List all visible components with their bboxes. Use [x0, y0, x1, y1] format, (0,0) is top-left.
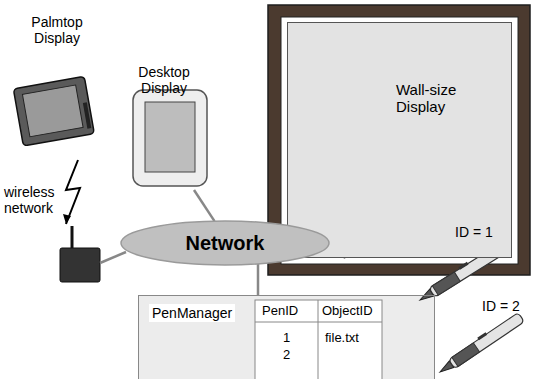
node-text: Desktop Display: [118, 64, 210, 96]
access-point: [60, 248, 100, 282]
node-text: Palmtop Display: [16, 14, 98, 46]
network-link: [194, 190, 215, 221]
antenna: [71, 226, 74, 250]
network-cloud: Network: [120, 220, 330, 266]
monitor-frame: [133, 90, 207, 186]
table-cell: 2: [283, 348, 290, 363]
table-rule: [318, 300, 319, 379]
pen-id: ID = 1: [455, 224, 493, 240]
wall-bezel: [281, 17, 518, 264]
pen-id: ID = 2: [482, 298, 520, 314]
network-link: [257, 264, 260, 295]
device-label: Desktop Display: [114, 62, 214, 190]
pen-grip: [452, 343, 480, 367]
network-label: wireless network: [4, 184, 66, 216]
wireless-bolt-head: [63, 214, 71, 224]
palmtop-icon: [13, 76, 94, 146]
table-cell: file.txt: [325, 331, 359, 346]
table-cell: PenID: [262, 304, 298, 319]
pen-body: [449, 313, 525, 369]
node-text: Wall-size Display: [396, 81, 476, 116]
wall-display: Wall-size Display: [287, 22, 512, 258]
pen-grip: [432, 272, 460, 295]
palmtop-screen: [22, 85, 83, 137]
pen-table: [255, 300, 382, 379]
palmtop-stylus: [83, 102, 91, 128]
palmtop-body: [13, 76, 94, 146]
device-label: Palmtop Display: [12, 12, 102, 148]
node-text: PenManager: [149, 304, 235, 322]
monitor-screen: [145, 102, 195, 172]
table-cell: ObjectID: [322, 304, 373, 319]
network-ellipse: [121, 221, 329, 265]
access-point-wire: [100, 252, 126, 263]
node-text: Network: [186, 232, 265, 255]
pen-button: [477, 332, 487, 340]
pen-button: [458, 262, 468, 270]
pen-2: [436, 311, 525, 377]
wireless-bolt: [66, 160, 80, 224]
table-cell: 1: [283, 331, 290, 346]
